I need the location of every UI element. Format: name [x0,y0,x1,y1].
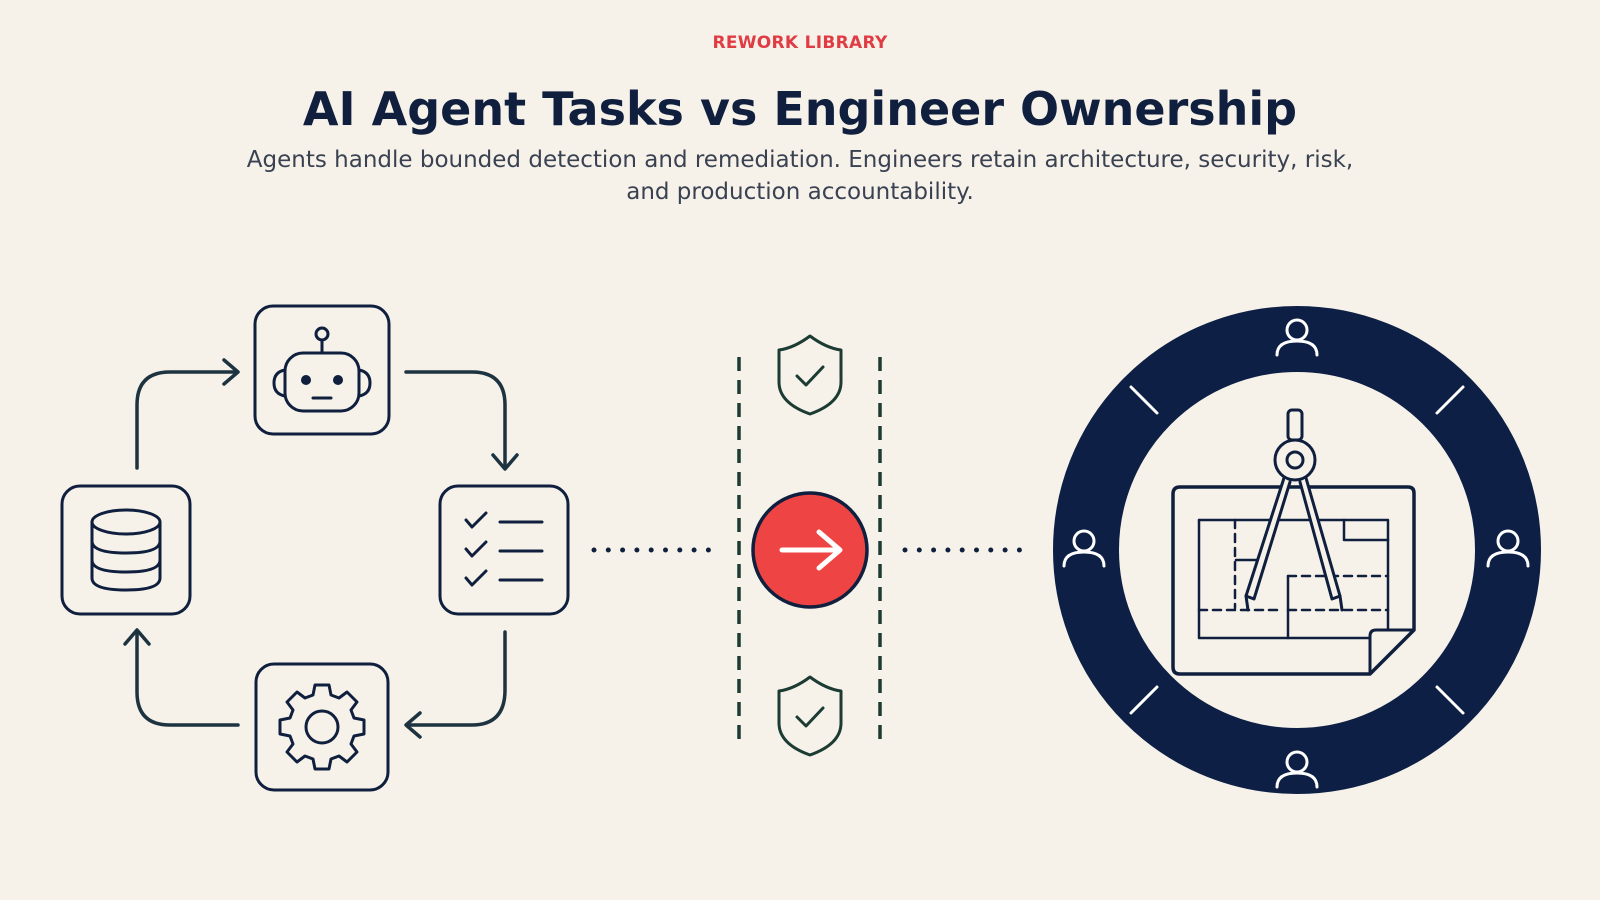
eyebrow-label: REWORK LIBRARY [712,33,888,53]
page-subtitle: Agents handle bounded detection and reme… [246,147,1354,205]
robot-icon [272,326,372,413]
compass [1244,408,1344,612]
person-icon [1486,529,1530,568]
blueprint-page-curl [1368,628,1416,676]
shield-check-icon [777,675,843,757]
checklist-icon [464,511,544,587]
robot-node [253,304,391,436]
database-node [60,484,192,616]
gear-icon [278,683,366,771]
database-icon [90,508,162,592]
blueprint-plan [1197,518,1390,640]
page-title: AI Agent Tasks vs Engineer Ownership [302,82,1298,136]
arrow-database-to-robot [135,370,238,470]
blueprint-sheet [1171,485,1416,676]
guardrail-boundary [737,334,882,757]
arrow-checklist-to-gear [406,630,507,727]
compass-blueprint-icon [1171,408,1416,676]
agent-cycle [60,304,570,792]
shield-check-icon [777,334,843,416]
gear-node [254,662,390,792]
cycle-arrows [123,358,519,739]
ring-ticks [1129,385,1465,715]
arrow-robot-to-checklist [404,370,507,467]
person-icon [1275,318,1319,357]
person-icon [1275,750,1319,789]
arrow-gear-to-database [135,630,240,727]
arrow-right-icon [779,529,843,571]
person-icon [1062,529,1106,568]
ownership-ring [1053,306,1541,794]
engineer-ownership [1053,306,1541,794]
engineer-icons [1062,318,1530,789]
checklist-node [438,484,570,616]
handoff-node [751,491,869,609]
